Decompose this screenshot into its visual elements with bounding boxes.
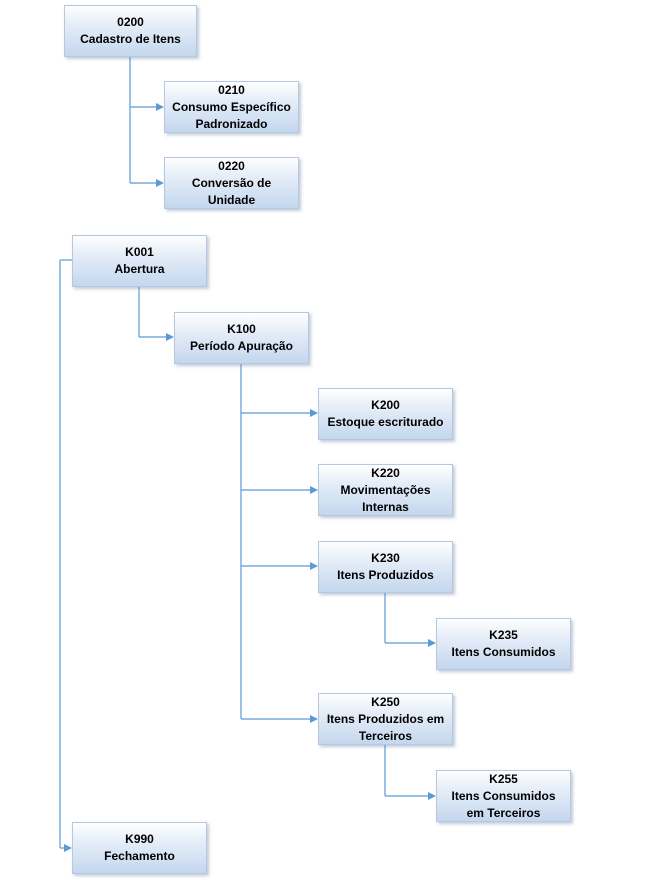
node-k230-code: K230 [371,551,400,565]
node-k220: K220 Movimentações Internas [318,464,453,516]
node-k250: K250 Itens Produzidos em Terceiros [318,693,453,745]
node-k235-code: K235 [489,628,518,642]
node-0210-label: Consumo Específico [172,99,291,114]
node-k100-code: K100 [227,322,256,336]
node-k255: K255 Itens Consumidos em Terceiros [436,770,571,822]
node-k220-label: Movimentações [340,482,431,497]
arrowhead-k255 [428,792,436,800]
node-k001: K001 Abertura [72,235,207,287]
arrowhead-0220 [156,179,164,187]
node-k255-code: K255 [489,771,518,786]
arrowhead-k230 [310,562,318,570]
node-0220-label: Conversão de [191,175,272,190]
node-k001-code: K001 [125,245,154,259]
arrowhead-0210 [156,103,164,111]
node-k200: K200 Estoque escriturado [318,388,453,440]
node-k990: K990 Fechamento [72,822,207,874]
node-k100-label: Período Apuração [190,339,293,353]
node-0220-code: 0220 [218,158,245,173]
arrowhead-k990 [64,844,72,852]
node-k230: K230 Itens Produzidos [318,541,453,593]
node-k990-code: K990 [125,832,154,846]
node-k230-label: Itens Produzidos [337,568,434,582]
node-k001-label: Abertura [114,262,165,276]
node-k255-label-line2: em Terceiros [466,805,541,820]
node-k990-label: Fechamento [104,849,175,863]
node-k235-label: Itens Consumidos [451,645,556,659]
node-k250-code: K250 [371,694,400,709]
node-0210: 0210 Consumo Específico Padronizado [164,81,299,133]
node-k250-label-line2: Terceiros [358,728,413,743]
node-k220-code: K220 [371,465,400,480]
node-k200-label: Estoque escriturado [327,415,444,429]
node-k220-label-line2: Internas [362,499,409,514]
node-0220-label-line2: Unidade [207,192,256,207]
arrowhead-k200 [310,409,318,417]
arrowhead-k250 [310,715,318,723]
node-0220: 0220 Conversão de Unidade [164,157,299,209]
node-k255-label: Itens Consumidos [451,788,556,803]
node-k235: K235 Itens Consumidos [436,618,571,670]
arrowhead-k235 [428,639,436,647]
node-0210-label-line2: Padronizado [195,116,268,131]
node-0200-code: 0200 [117,15,144,29]
node-k200-code: K200 [371,398,400,412]
node-k100: K100 Período Apuração [174,312,309,364]
arrowhead-k100 [166,333,174,341]
node-0200: 0200 Cadastro de Itens [64,5,197,57]
node-k250-label: Itens Produzidos em [326,711,445,726]
node-0210-code: 0210 [218,82,245,97]
node-0200-label: Cadastro de Itens [80,32,181,46]
arrowhead-k220 [310,486,318,494]
